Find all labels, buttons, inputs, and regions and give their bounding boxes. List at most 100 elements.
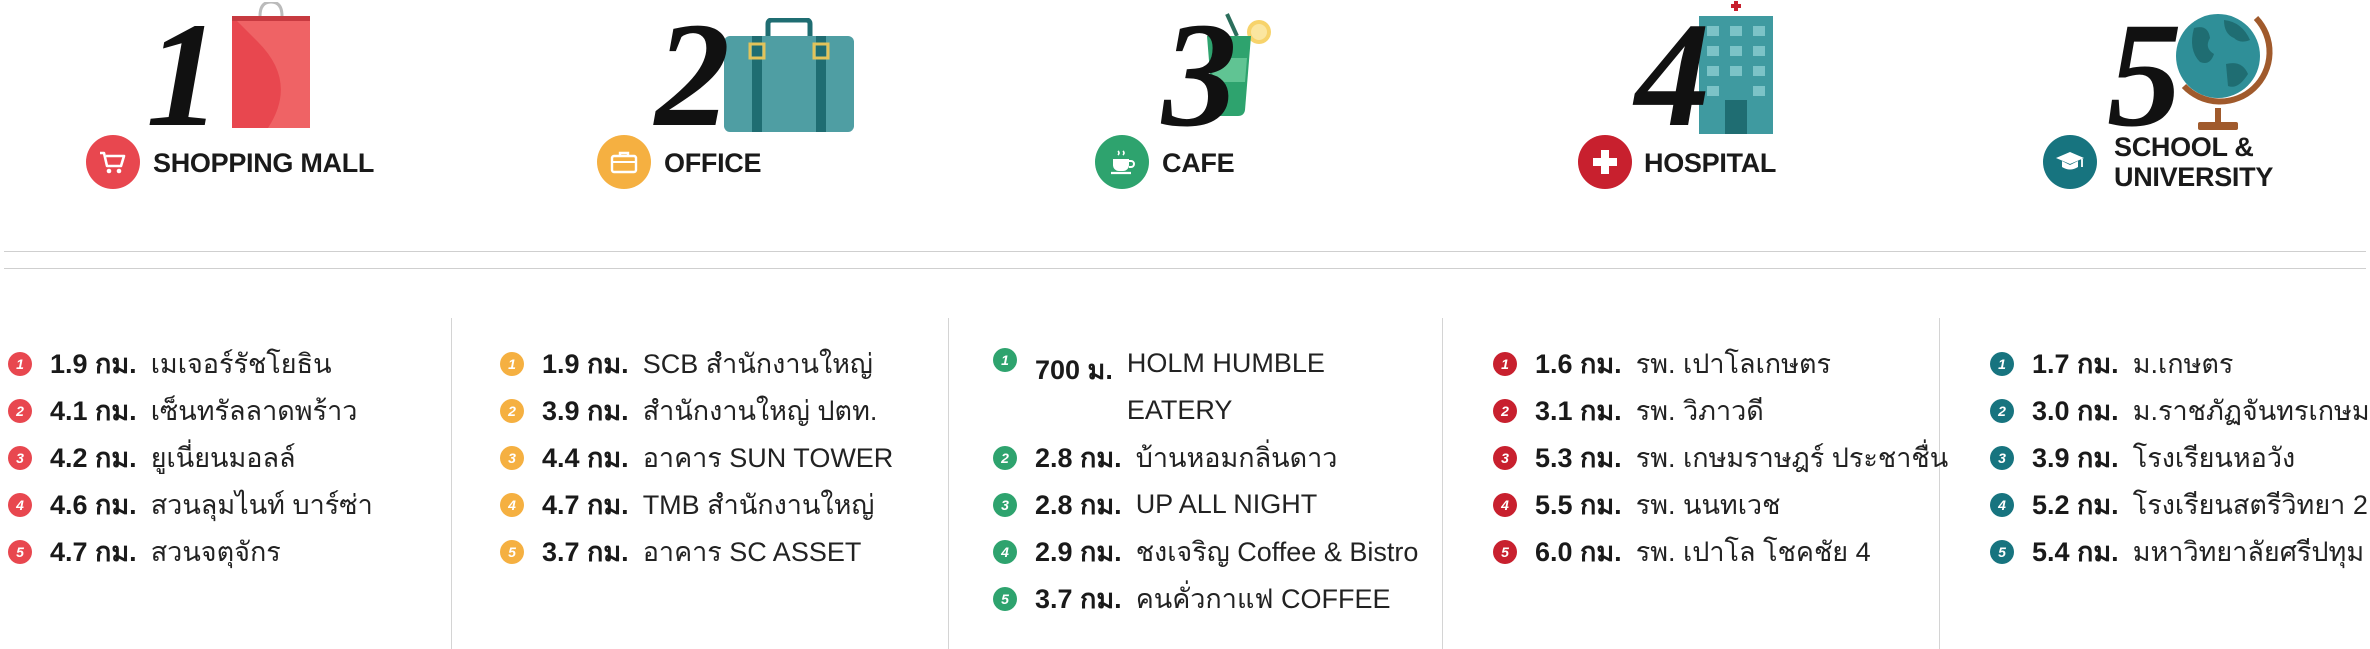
category-number: 2	[655, 0, 730, 158]
item-distance: 1.9 กม.	[542, 349, 629, 379]
item-number-badge: 1	[993, 348, 1017, 372]
category-label: SCHOOL & UNIVERSITY	[2114, 132, 2273, 192]
graduation-cap-icon	[2056, 152, 2084, 170]
item-distance: 2.9 กม.	[1035, 537, 1122, 567]
drink-glass-icon	[1207, 13, 1271, 116]
item-place: SCB สำนักงานใหญ่	[642, 349, 873, 379]
item-distance: 1.6 กม.	[1535, 349, 1622, 379]
item-distance: 5.4 กม.	[2032, 537, 2119, 567]
item-place: HOLM HUMBLE EATERY	[1127, 340, 1325, 434]
item-distance: 3.0 กม.	[2032, 396, 2119, 426]
item-distance: 4.7 กม.	[50, 537, 137, 567]
item-number-badge: 3	[8, 445, 32, 470]
item-place: รพ. เปาโลเกษตร	[1635, 349, 1831, 379]
item-number-badge: 4	[1990, 492, 2014, 517]
list-item: 1 700 ม. HOLM HUMBLE EATERY	[993, 340, 1418, 434]
medical-cross-icon	[1593, 150, 1617, 174]
item-distance: 4.6 กม.	[50, 490, 137, 520]
item-number-badge: 4	[1493, 492, 1517, 517]
item-number-badge: 5	[8, 539, 32, 564]
category-number: 4	[1635, 0, 1710, 158]
category-number: 3	[1162, 0, 1237, 158]
list-item: 1 1.9 กม. SCB สำนักงานใหญ่	[500, 340, 893, 387]
item-distance: 1.7 กม.	[2032, 349, 2119, 379]
item-distance: 4.2 กม.	[50, 443, 137, 473]
item-place-line2: EATERY	[1126, 395, 1233, 425]
item-place: โรงเรียนสตรีวิทยา 2	[2132, 490, 2368, 520]
item-place: คนคั่วกาแฟ COFFEE	[1135, 584, 1391, 614]
item-place: เซ็นทรัลลาดพร้าว	[150, 396, 358, 426]
item-number-badge: 2	[993, 445, 1017, 470]
category-shopping-mall: 1 SHOPPING MALL	[0, 0, 440, 210]
category-label-line2: UNIVERSITY	[2114, 162, 2274, 192]
suitcase-icon	[724, 18, 854, 132]
cafe-badge	[1095, 135, 1149, 189]
column-divider	[1442, 318, 1443, 649]
item-distance: 5.2 กม.	[2032, 490, 2119, 520]
item-distance: 1.9 กม.	[50, 349, 137, 379]
category-office: 2 OFFICE	[440, 0, 940, 210]
list-item: 4 5.2 กม. โรงเรียนสตรีวิทยา 2	[1990, 481, 2370, 528]
item-distance: 4.4 กม.	[542, 443, 629, 473]
item-number-badge: 5	[1990, 539, 2014, 564]
coffee-cup-icon	[1111, 150, 1135, 175]
item-place: มหาวิทยาลัยศรีปทุม	[2132, 537, 2365, 567]
item-place: ยูเนี่ยนมอลล์	[150, 443, 296, 473]
item-distance: 3.9 กม.	[2032, 443, 2119, 473]
item-number-badge: 3	[993, 492, 1017, 517]
column-divider	[451, 318, 452, 649]
item-number-badge: 1	[1990, 351, 2014, 376]
item-number-badge: 2	[1493, 398, 1517, 423]
item-place: รพ. วิภาวดี	[1635, 396, 1764, 426]
item-number-badge: 2	[500, 398, 524, 423]
divider-top	[4, 251, 2366, 252]
item-distance: 5.3 กม.	[1535, 443, 1622, 473]
item-number-badge: 2	[8, 398, 32, 423]
item-number-badge: 2	[1990, 398, 2014, 423]
category-header: 1 SHOPPING MALL 2 OFFICE 3	[0, 0, 2370, 210]
item-distance: 3.1 กม.	[1535, 396, 1622, 426]
item-distance: 3.7 กม.	[1035, 584, 1122, 614]
list-item: 1 1.6 กม. รพ. เปาโลเกษตร	[1493, 340, 1948, 387]
category-school-university: 5 SCHOOL & UNIVERSITY	[1940, 0, 2370, 210]
category-label: SHOPPING MALL	[153, 148, 375, 178]
item-place: เมเจอร์รัชโยธิน	[150, 349, 332, 379]
item-distance: 5.5 กม.	[1535, 490, 1622, 520]
item-number-badge: 5	[500, 539, 524, 564]
list-item: 5 5.4 กม. มหาวิทยาลัยศรีปทุม	[1990, 528, 2370, 575]
category-label: OFFICE	[664, 148, 762, 178]
briefcase-icon	[610, 151, 638, 174]
item-place-line1: HOLM HUMBLE	[1126, 348, 1325, 378]
item-distance: 700 ม.	[1035, 355, 1113, 385]
item-place: ม.ราชภัฏจันทรเกษม	[2132, 396, 2370, 426]
category-hospital: 4 HOSPITAL	[1440, 0, 1940, 210]
item-number-badge: 1	[1493, 351, 1517, 376]
list-item: 2 3.0 กม. ม.ราชภัฏจันทรเกษม	[1990, 387, 2370, 434]
category-number: 5	[2107, 0, 2182, 158]
item-place: บ้านหอมกลิ่นดาว	[1135, 443, 1338, 473]
category-label: HOSPITAL	[1644, 148, 1777, 178]
item-place: สวนจตุจักร	[150, 537, 281, 567]
category-label-line1: SCHOOL &	[2114, 132, 2254, 162]
cart-icon	[100, 151, 126, 174]
item-place: รพ. เกษมราษฎร์ ประชาชื่น	[1635, 443, 1949, 473]
item-place: ชงเจริญ Coffee & Bistro	[1135, 537, 1419, 567]
category-number: 1	[146, 0, 221, 158]
item-number-badge: 1	[500, 351, 524, 376]
column-divider	[948, 318, 949, 649]
item-number-badge: 3	[1990, 445, 2014, 470]
hospital-list: 1 1.6 กม. รพ. เปาโลเกษตร 2 3.1 กม. รพ. วิภาวด…	[1493, 340, 1948, 575]
item-distance: 3.9 กม.	[542, 396, 629, 426]
item-place: อาคาร SUN TOWER	[642, 443, 894, 473]
